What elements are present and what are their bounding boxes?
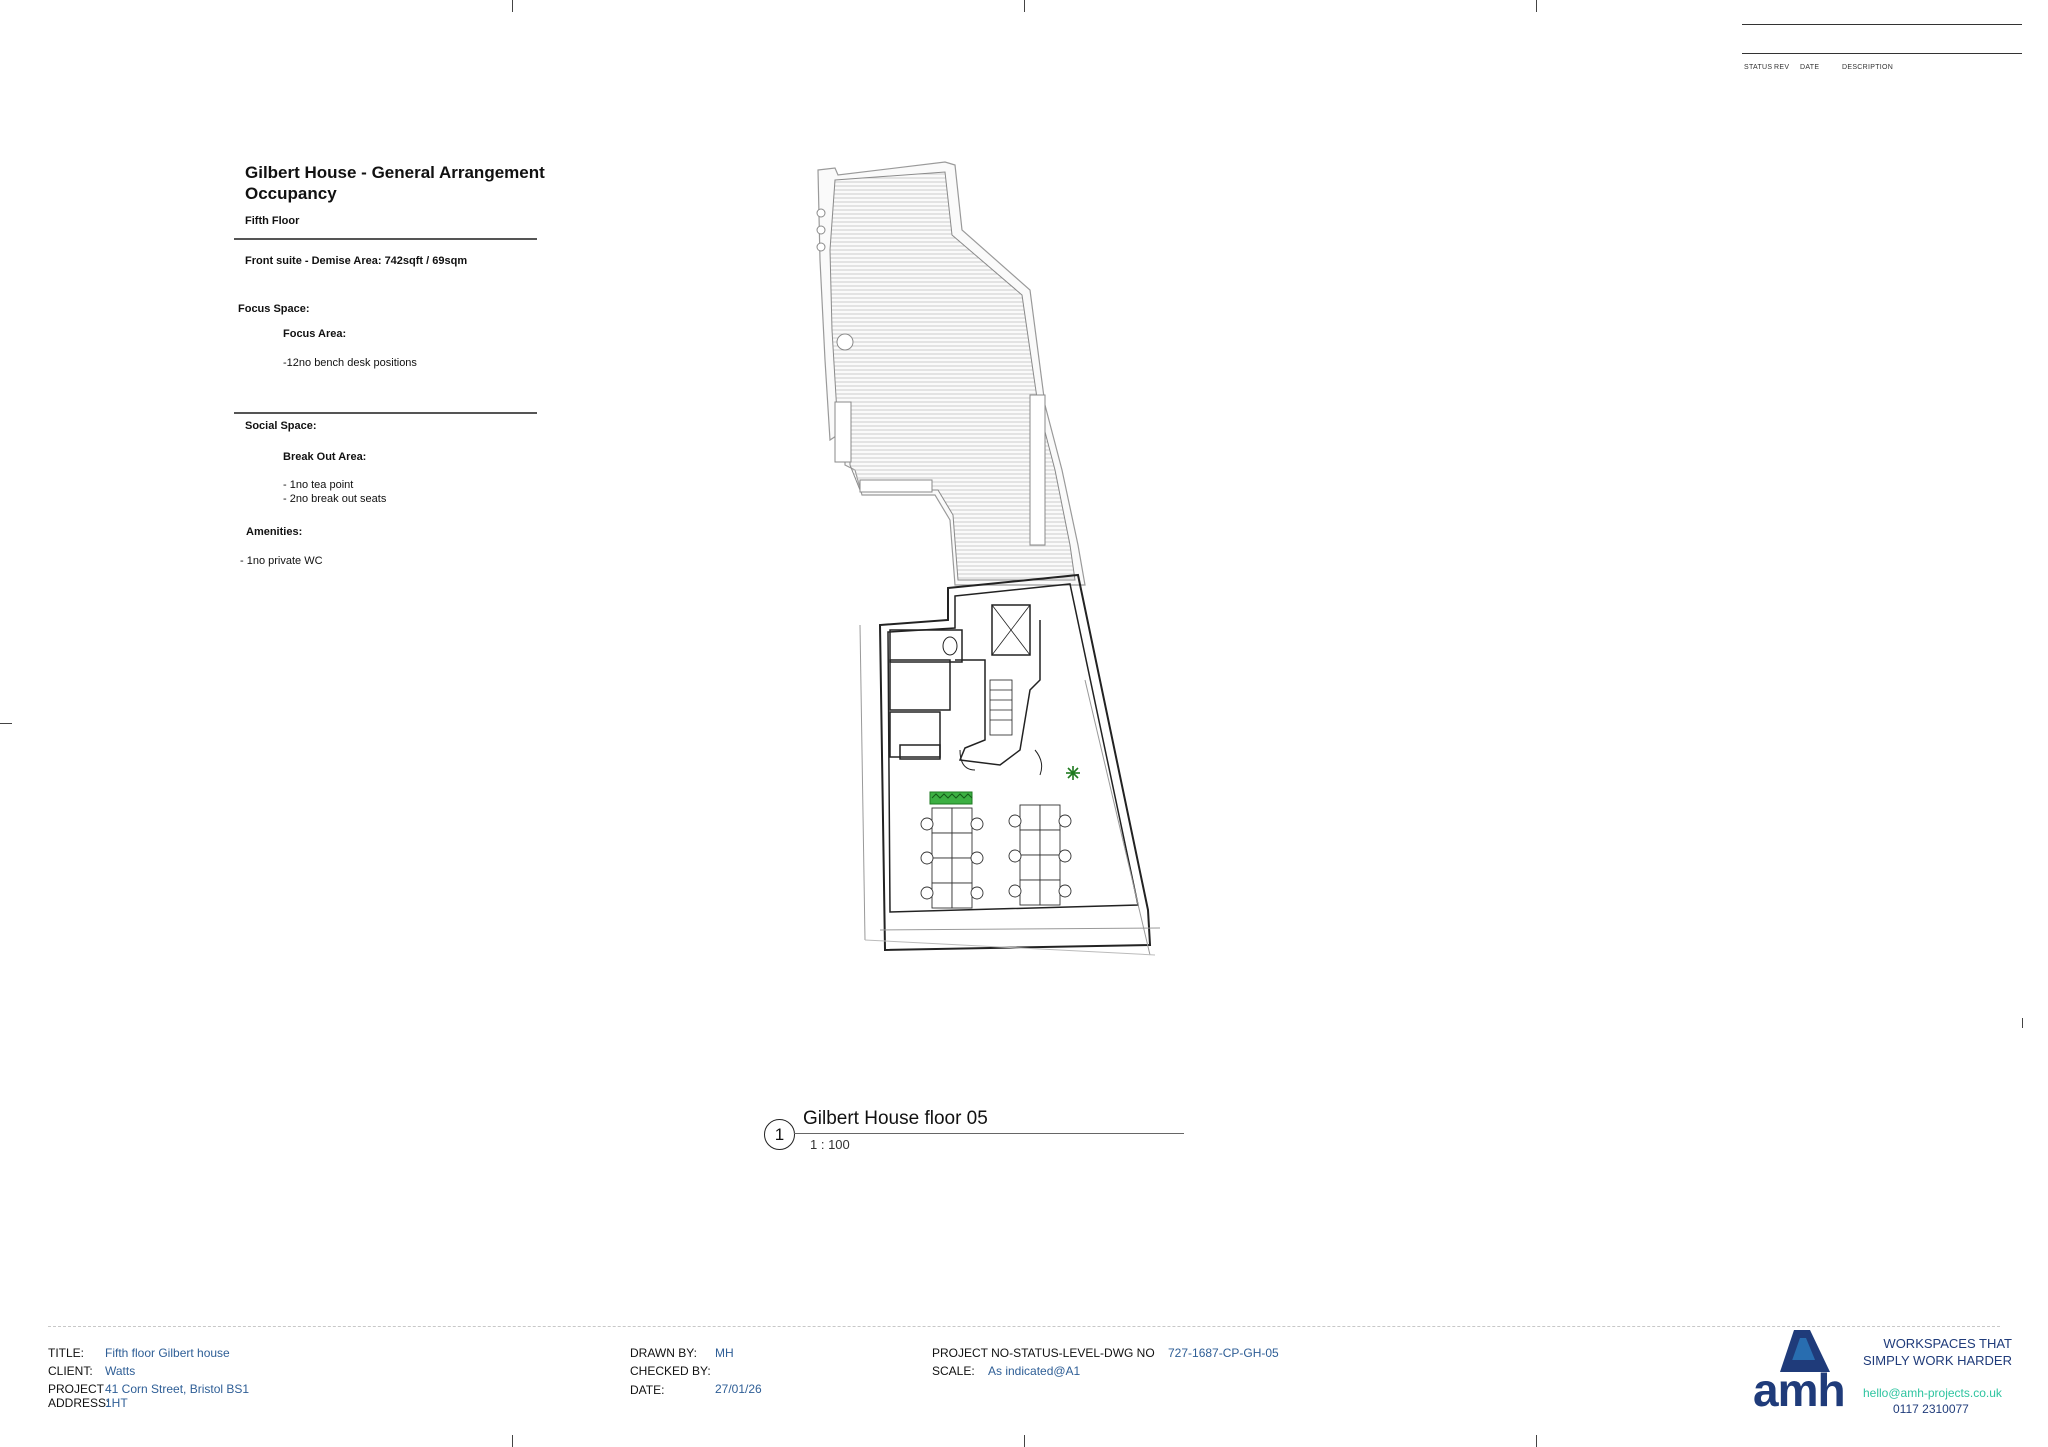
roof-ladder — [834, 401, 852, 463]
schedule-amenities: Amenities: — [246, 526, 303, 538]
dwg-no-value: 727-1687-CP-GH-05 — [1168, 1346, 1279, 1360]
roof-terrace — [816, 161, 1086, 586]
schedule-breakout-item-2: - 2no break out seats — [283, 493, 387, 505]
wc-toilet — [942, 636, 958, 656]
schedule-demise: Front suite - Demise Area: 742sqft / 69s… — [245, 255, 468, 267]
revision-header-date: DATE — [1800, 64, 1820, 71]
revision-line-bottom — [1742, 53, 2022, 54]
title-value: Fifth floor Gilbert house — [105, 1346, 230, 1360]
company-tagline: WORKSPACES THAT SIMPLY WORK HARDER — [1840, 1335, 2012, 1369]
roof-plant-strip — [1029, 394, 1046, 546]
revision-header-rev: REV — [1774, 64, 1790, 71]
drawing-title-underline — [794, 1133, 1184, 1134]
drawing-title: Gilbert House floor 05 — [803, 1108, 988, 1129]
desk-cluster-left — [920, 807, 984, 909]
address-value-line1: 41 Corn Street, Bristol BS1 — [105, 1382, 250, 1396]
desk-cluster-right — [1008, 804, 1072, 906]
sheet-tick-bottom-3 — [1536, 1435, 1537, 1447]
company-phone: 0117 2310077 — [1893, 1402, 1969, 1416]
company-email[interactable]: hello@amh-projects.co.uk — [1863, 1386, 2002, 1400]
scale-value: As indicated@A1 — [988, 1364, 1081, 1378]
schedule-focus-item: -12no bench desk positions — [283, 357, 417, 369]
drawing-number: 1 — [764, 1119, 795, 1150]
revision-header-status: STATUS — [1744, 64, 1773, 71]
sheet-tick-left — [0, 723, 12, 724]
schedule-rule-1 — [234, 238, 537, 240]
project-label: PROJECT — [48, 1382, 105, 1396]
planter-bench — [929, 791, 973, 805]
drawn-by-label: DRAWN BY: — [630, 1346, 697, 1360]
schedule-rule-2 — [234, 412, 537, 414]
date-label: DATE: — [630, 1383, 665, 1397]
address-value-line2: 1HT — [105, 1396, 128, 1410]
schedule-breakout-area: Break Out Area: — [283, 451, 367, 463]
tagline-line1: WORKSPACES THAT — [1883, 1336, 2012, 1351]
schedule-breakout-item-1: - 1no tea point — [283, 479, 354, 491]
amh-logo-icon — [1780, 1330, 1830, 1372]
revision-header-description: DESCRIPTION — [1842, 64, 1894, 71]
sheet-tick-top-1 — [512, 0, 513, 12]
schedule-amenities-item: - 1no private WC — [240, 555, 323, 567]
schedule-focus-area: Focus Area: — [283, 328, 347, 340]
sheet-tick-right — [2022, 1018, 2023, 1028]
schedule-social-space: Social Space: — [245, 420, 317, 432]
tagline-line2: SIMPLY WORK HARDER — [1862, 1353, 2012, 1368]
sheet-tick-top-3 — [1536, 0, 1537, 12]
stair — [989, 679, 1013, 736]
date-value: 27/01/26 — [715, 1382, 762, 1396]
footer-divider — [48, 1326, 2000, 1327]
address-label: ADDRESS: — [48, 1396, 110, 1410]
wc-room — [889, 629, 963, 663]
revision-line-top — [1742, 24, 2022, 25]
drawn-by-value: MH — [715, 1346, 734, 1360]
client-value: Watts — [105, 1364, 136, 1378]
scale-label: SCALE: — [932, 1364, 975, 1378]
schedule-title: Gilbert House - General Arrangement Occu… — [245, 162, 545, 204]
sheet-tick-bottom-1 — [512, 1435, 513, 1447]
schedule-floor: Fifth Floor — [245, 215, 300, 227]
sheet-tick-top-2 — [1024, 0, 1025, 12]
schedule-focus-space: Focus Space: — [238, 303, 310, 315]
title-label: TITLE: — [48, 1346, 85, 1360]
schedule-title-line2: Occupancy — [245, 184, 337, 203]
schedule-title-line1: Gilbert House - General Arrangement — [245, 163, 545, 182]
client-label: CLIENT: — [48, 1364, 93, 1378]
amh-logo-text: amh — [1753, 1364, 1846, 1416]
tea-point — [899, 744, 941, 760]
drawing-scale: 1 : 100 — [810, 1137, 850, 1152]
office-walls — [859, 573, 1161, 956]
floor-plan — [816, 161, 1161, 956]
lift-shaft — [991, 604, 1031, 656]
dwg-no-label: PROJECT NO-STATUS-LEVEL-DWG NO — [932, 1346, 1155, 1360]
checked-by-label: CHECKED BY: — [630, 1364, 711, 1378]
building-core — [889, 604, 1043, 776]
sheet-tick-bottom-2 — [1024, 1435, 1025, 1447]
pot-plant — [1066, 766, 1080, 780]
